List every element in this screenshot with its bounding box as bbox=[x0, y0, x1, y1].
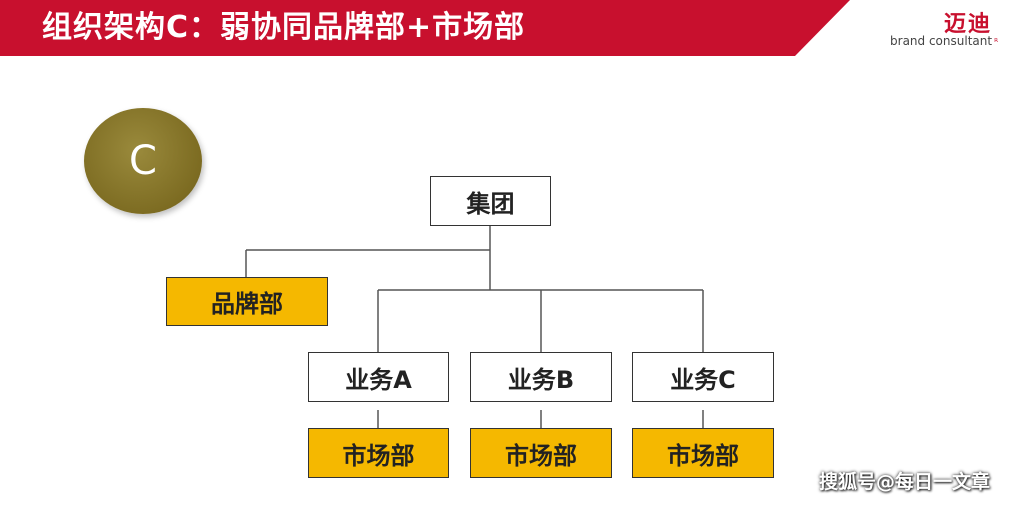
node-market-c: 市场部 bbox=[632, 428, 774, 478]
page-title: 组织架构C：弱协同品牌部+市场部 bbox=[42, 10, 526, 45]
brand-logo-cn: 迈迪 bbox=[943, 12, 992, 37]
brand-tagline: brand consultant bbox=[890, 34, 993, 48]
node-business-a: 业务A bbox=[308, 352, 449, 402]
option-badge: C bbox=[84, 108, 202, 214]
node-market-a: 市场部 bbox=[308, 428, 449, 478]
node-business-c: 业务C bbox=[632, 352, 774, 402]
node-market-b: 市场部 bbox=[470, 428, 612, 478]
node-group: 集团 bbox=[430, 176, 551, 226]
brand-mark-icon: ᴿ bbox=[994, 38, 998, 48]
watermark: 搜狐号@每日一文章 bbox=[818, 471, 990, 493]
node-brand-dept: 品牌部 bbox=[166, 277, 328, 326]
node-business-b: 业务B bbox=[470, 352, 612, 402]
title-banner bbox=[0, 0, 850, 56]
